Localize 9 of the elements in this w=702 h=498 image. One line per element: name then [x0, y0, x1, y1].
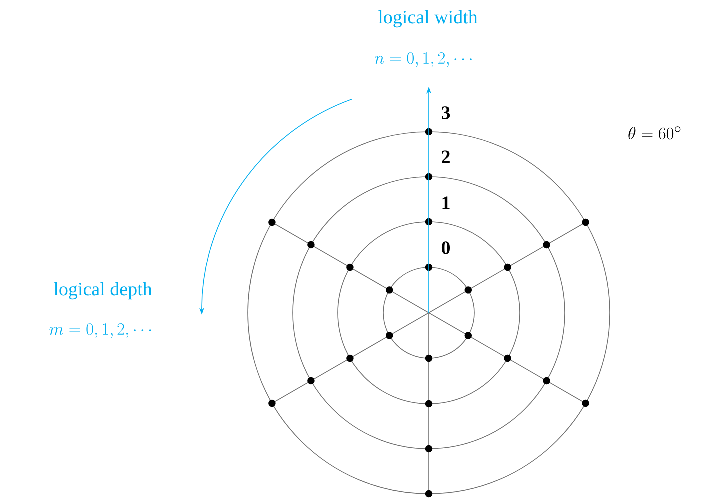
ring-number: 2 — [442, 150, 450, 164]
ring-number: 0 — [442, 242, 450, 254]
axis-label: logical width — [378, 10, 478, 28]
ring-number: 1 — [442, 196, 450, 210]
ring-number: 3 — [442, 106, 450, 120]
axis-formula: $m=0,1,2,\cdots$ — [50, 323, 152, 338]
axis-formula: $n=0,1,2,\cdots$ — [375, 52, 472, 68]
angle-label: $\theta=60^\circ$ — [628, 126, 681, 140]
axis-label: logical depth — [54, 282, 152, 300]
